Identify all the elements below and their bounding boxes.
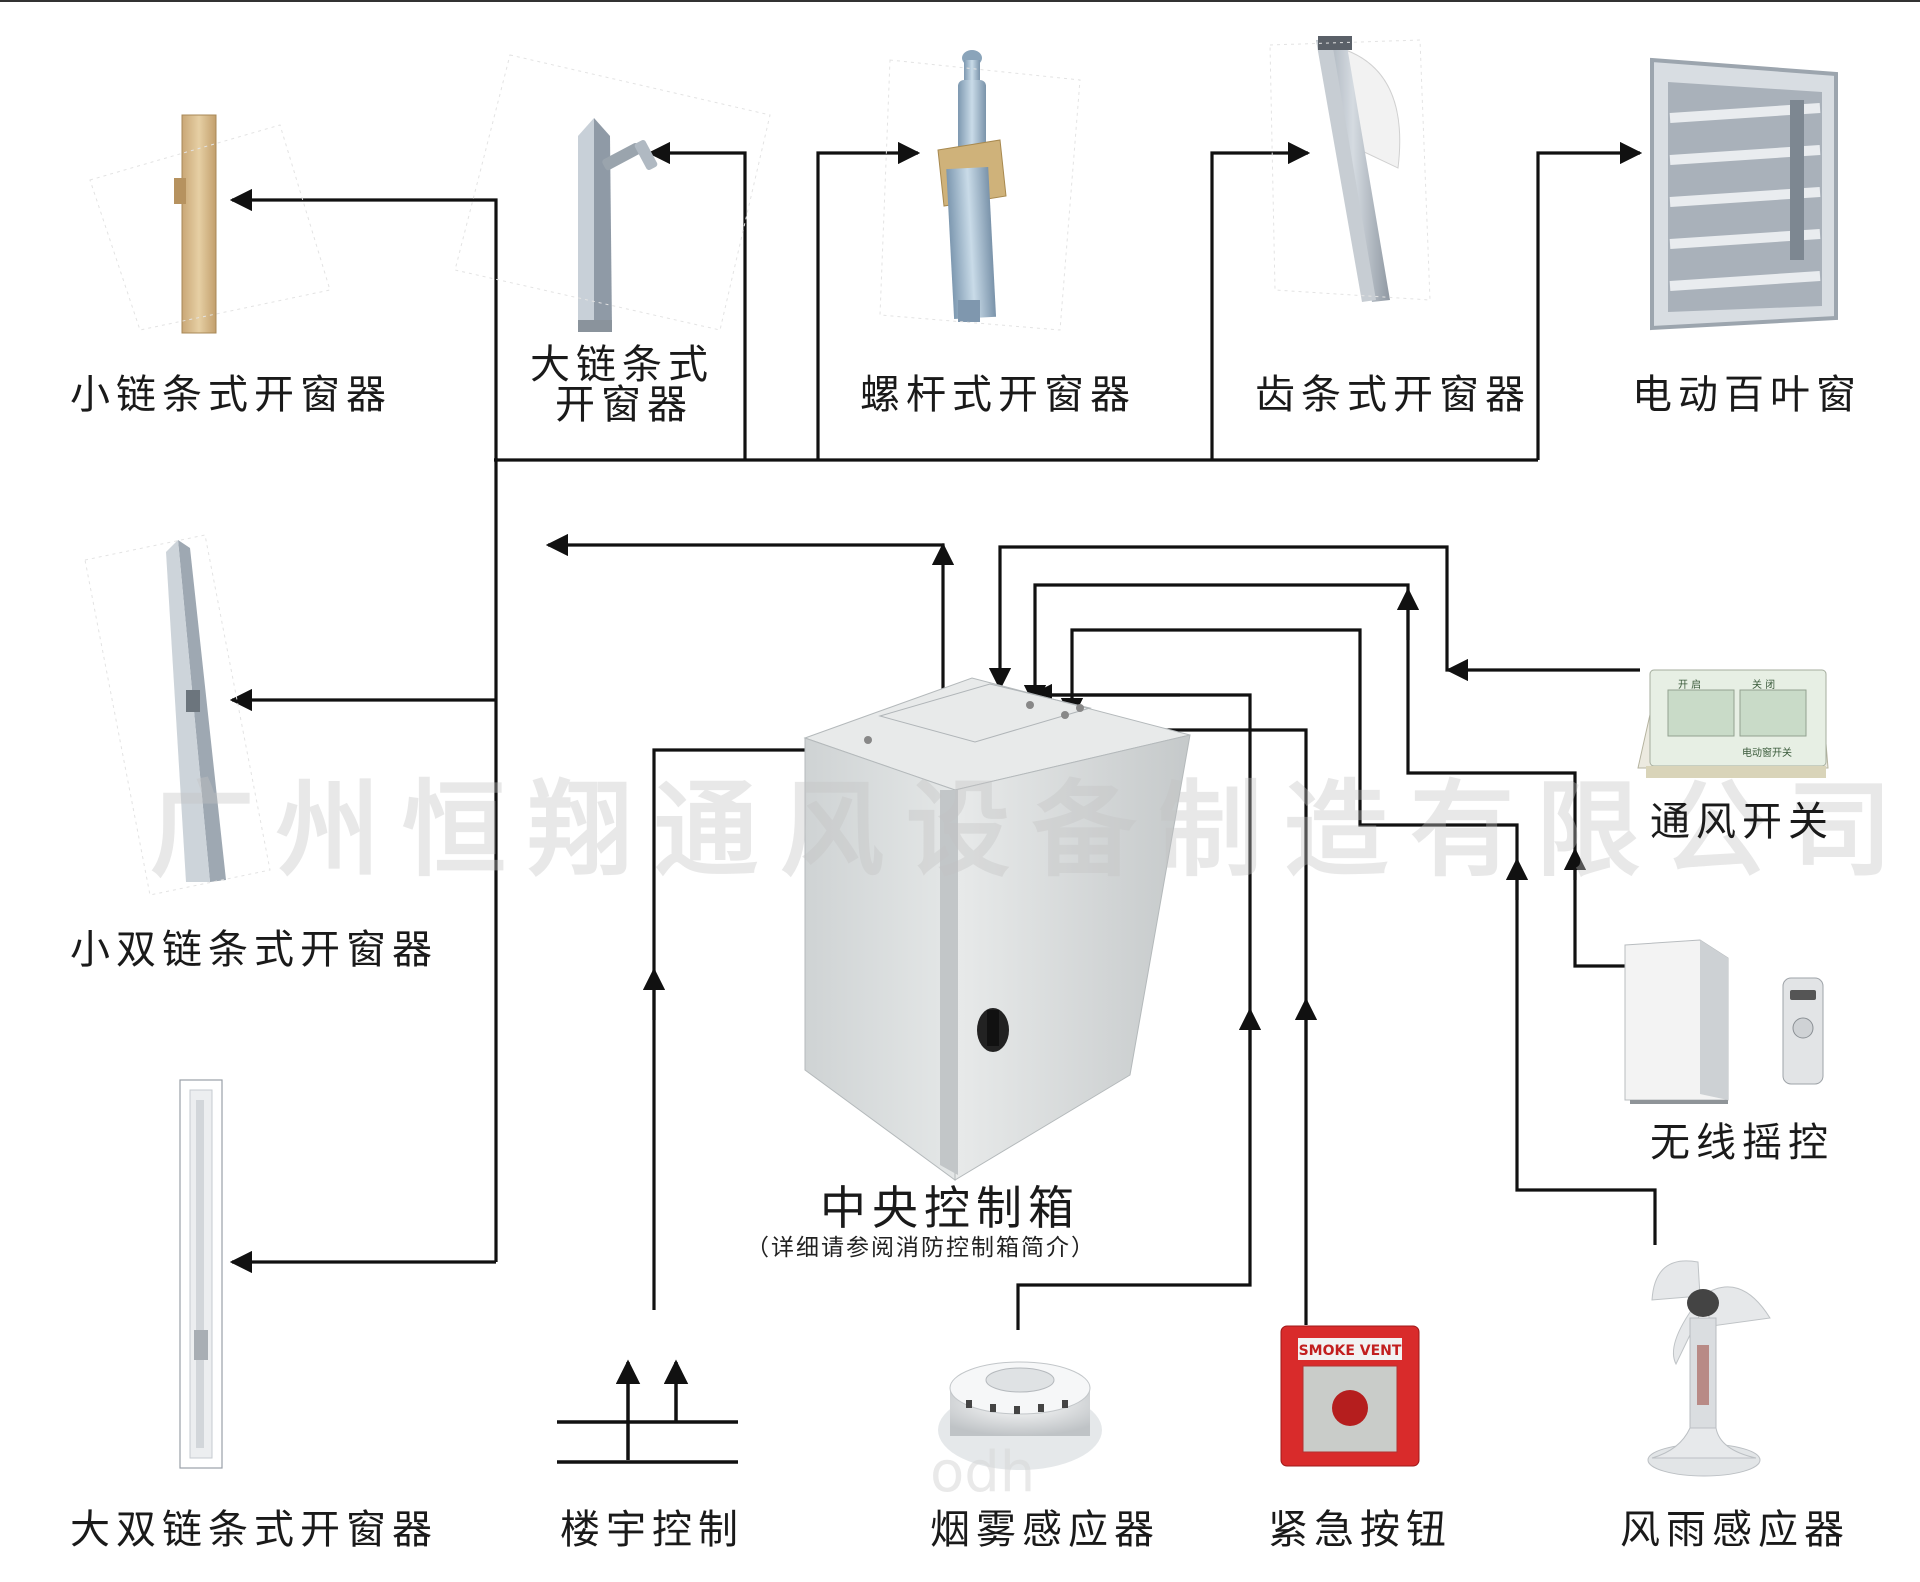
label-building-control: 楼宇控制 xyxy=(560,1507,744,1553)
label-screw-rod-opener: 螺杆式开窗器 xyxy=(860,372,1136,418)
arrow-from-vent-switch xyxy=(988,545,1640,691)
wind-rain-sensor-image xyxy=(1647,1260,1771,1477)
arrow-from-wind-rain xyxy=(1060,628,1657,1245)
label-control-box: 中央控制箱 xyxy=(820,1181,1080,1235)
watermark-partial: odh xyxy=(930,1440,1036,1505)
label-electric-louver: 电动百叶窗 xyxy=(1632,372,1862,418)
label-large-chain-opener-line2: 开窗器 xyxy=(555,382,693,428)
smoke-vent-label: SMOKE VENT xyxy=(1299,1343,1402,1359)
wireless-remote-image xyxy=(1782,977,1824,1085)
label-large-double-chain-opener: 大双链条式开窗器 xyxy=(70,1507,438,1553)
label-small-chain-opener: 小链条式开窗器 xyxy=(70,372,392,418)
label-emergency-button: 紧急按钮 xyxy=(1268,1507,1452,1553)
arrow-box-output xyxy=(545,533,945,720)
arrow-to-rack xyxy=(1210,141,1311,460)
label-control-box-note: （详细请参阅消防控制箱简介） xyxy=(746,1235,1096,1261)
small-double-chain-opener-image xyxy=(84,534,271,896)
arrow-from-wireless xyxy=(1023,583,1640,968)
smoke-sensor-image xyxy=(938,1361,1102,1470)
arrow-to-small-chain xyxy=(229,188,498,460)
label-small-double-chain-opener: 小双链条式开窗器 xyxy=(70,927,438,973)
large-double-chain-opener-image xyxy=(179,1079,223,1469)
switch-caption: 电动窗开关 xyxy=(1742,748,1792,759)
arrow-to-louver xyxy=(1536,141,1643,460)
control-box-image xyxy=(803,677,1191,1181)
switch-close-label: 关 闭 xyxy=(1752,680,1776,691)
arrow-to-large-chain xyxy=(647,141,747,460)
small-chain-opener-image xyxy=(89,114,331,334)
large-chain-opener-image xyxy=(454,54,771,332)
label-large-chain-opener-line1: 大链条式 xyxy=(530,342,714,388)
arrow-to-screw-rod xyxy=(816,141,921,460)
label-wireless-remote: 无线摇控 xyxy=(1650,1120,1834,1166)
building-control-symbol xyxy=(557,1359,738,1464)
switch-open-label: 开 启 xyxy=(1678,680,1702,691)
watermark-text: 广州恒翔通风设备制造有限公司 xyxy=(150,769,1915,891)
label-wind-rain-sensor: 风雨感应器 xyxy=(1620,1507,1850,1553)
electric-louver-image xyxy=(1650,57,1838,331)
label-smoke-sensor: 烟雾感应器 xyxy=(930,1507,1160,1553)
label-ventilation-switch: 通风开关 xyxy=(1650,799,1834,845)
rack-opener-image xyxy=(1269,36,1431,302)
wireless-receiver-image xyxy=(1624,939,1729,1104)
screw-rod-opener-image xyxy=(879,50,1081,331)
label-rack-opener: 齿条式开窗器 xyxy=(1255,372,1531,418)
ventilation-switch-image xyxy=(1637,669,1829,778)
emergency-button-image xyxy=(1280,1325,1420,1467)
